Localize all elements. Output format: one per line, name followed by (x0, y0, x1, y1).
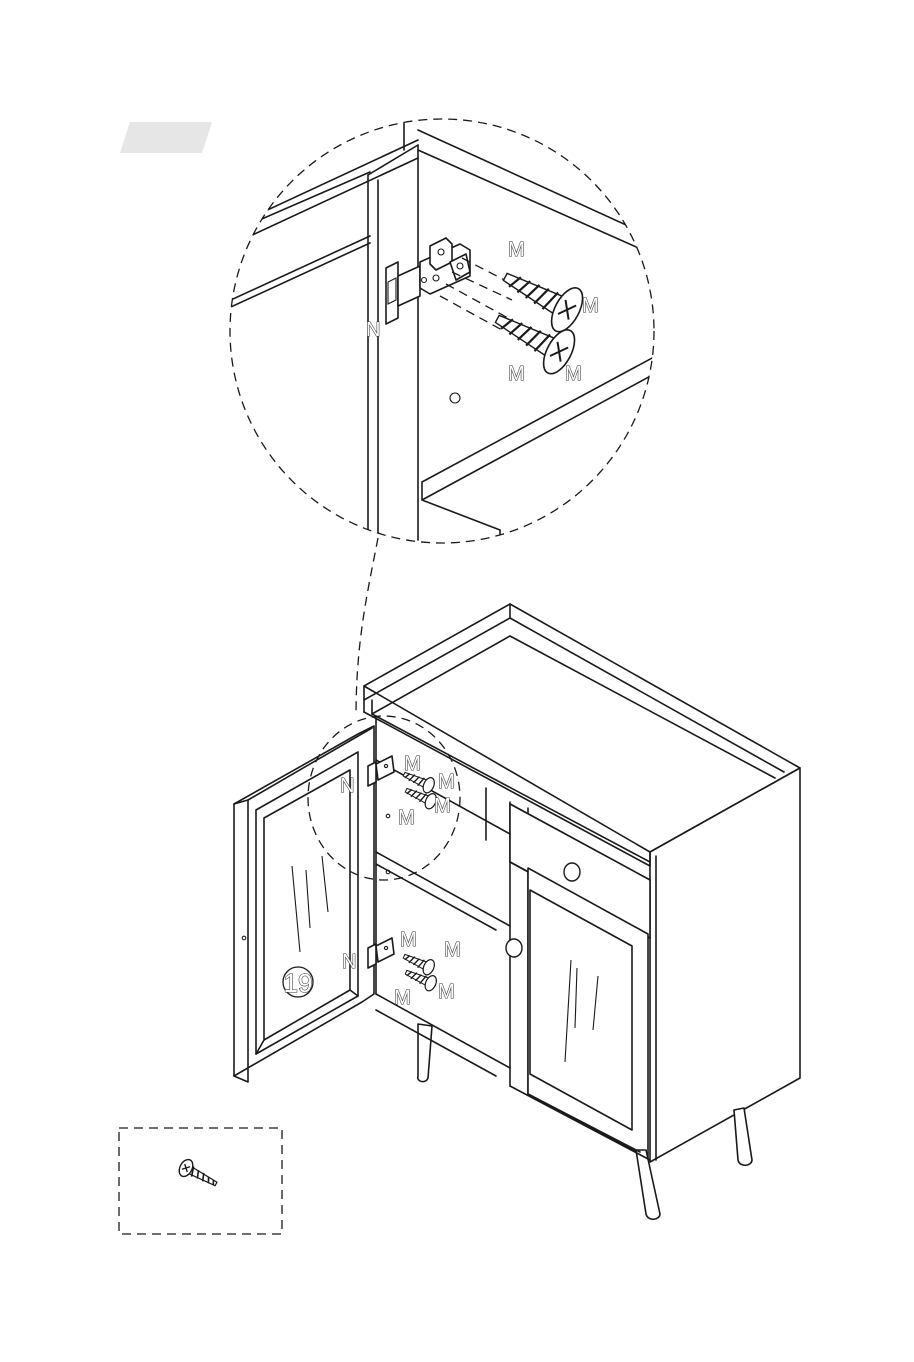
detail-view: N M M M M (220, 119, 680, 545)
screw-label: M (398, 807, 415, 829)
screw-label: M (508, 363, 525, 385)
screw-label: M (400, 929, 417, 951)
screw-label: M (404, 753, 421, 775)
screw-label: M (444, 939, 461, 961)
screw-label: M (434, 795, 451, 817)
screw-icon (176, 1157, 220, 1192)
hardware-box (119, 1128, 282, 1234)
detail-circle-outline (230, 119, 654, 543)
part-number: 19 (284, 968, 313, 998)
hinge-label: N (340, 775, 354, 797)
leg (734, 1108, 752, 1165)
step-badge (120, 122, 212, 153)
screw-label: M (438, 981, 455, 1003)
hinge-label: N (366, 319, 380, 341)
screw-label: M (565, 363, 582, 385)
screw-label: M (582, 295, 599, 317)
drawer-knob (564, 863, 580, 881)
hinge-label: N (342, 951, 356, 973)
screw-label: M (394, 987, 411, 1009)
door-knob (506, 939, 522, 957)
hinge-detail (386, 238, 470, 324)
screw-label: M (438, 771, 455, 793)
cabinet-overview: 19 N M M M M N M M M M (234, 604, 800, 1219)
leg (418, 1024, 432, 1082)
screw-label: M (508, 239, 525, 261)
part-number-badge: 19 (283, 967, 313, 998)
